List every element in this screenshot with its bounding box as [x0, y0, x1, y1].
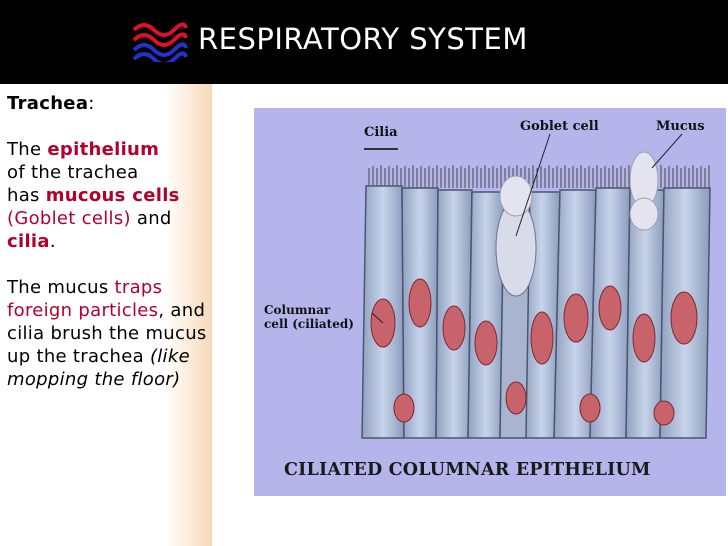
label-pointers	[371, 133, 683, 324]
label-columnar-2: cell (ciliated)	[264, 317, 354, 331]
spacer	[7, 253, 212, 276]
term-traps-foreign-particles: traps foreign particles	[7, 277, 163, 321]
heading-trachea: Trachea	[7, 93, 89, 114]
wave-logo-icon	[132, 22, 188, 62]
label-mucus: Mucus	[656, 119, 705, 134]
figure-caption: CILIATED COLUMNAR EPITHELIUM	[284, 460, 651, 480]
p1-text-5: .	[49, 231, 56, 252]
term-goblet-cells: (Goblet cells)	[7, 208, 131, 229]
p1-text-1: The	[7, 139, 48, 160]
heading-colon: :	[88, 93, 95, 114]
p1-text-4: and	[130, 208, 172, 229]
p2-analogy: (like mopping the floor)	[7, 346, 190, 390]
cilia-underline	[364, 142, 398, 150]
label-goblet-cell: Goblet cell	[520, 119, 599, 134]
label-cilia: Cilia	[364, 125, 398, 140]
slide-title: RESPIRATORY SYSTEM	[198, 22, 528, 56]
mucus-blobs	[499, 151, 659, 231]
header-bar: RESPIRATORY SYSTEM	[0, 0, 728, 84]
term-epithelium: epithelium	[47, 139, 160, 160]
term-mucous-cells: mucous cells	[45, 185, 180, 206]
sidebar-background	[0, 84, 212, 546]
epithelium-illustration: Cilia Goblet cell Mucus Columnar cell (c…	[254, 108, 726, 496]
cell-nuclei	[370, 278, 698, 426]
p1-text-2: of the trachea	[7, 162, 139, 183]
spacer	[7, 115, 212, 138]
p1-text-3: has	[7, 185, 46, 206]
p2-text-1: The mucus	[7, 277, 115, 298]
paragraph-2: The mucus traps foreign particles, and c…	[7, 276, 212, 391]
label-columnar-1: Columnar	[264, 303, 331, 317]
epithelium-drawing	[361, 133, 711, 439]
p2-text-2: , and cilia brush the mucus up the trach…	[7, 300, 207, 367]
heading-line: Trachea:	[7, 92, 212, 115]
term-cilia: cilia	[7, 231, 50, 252]
